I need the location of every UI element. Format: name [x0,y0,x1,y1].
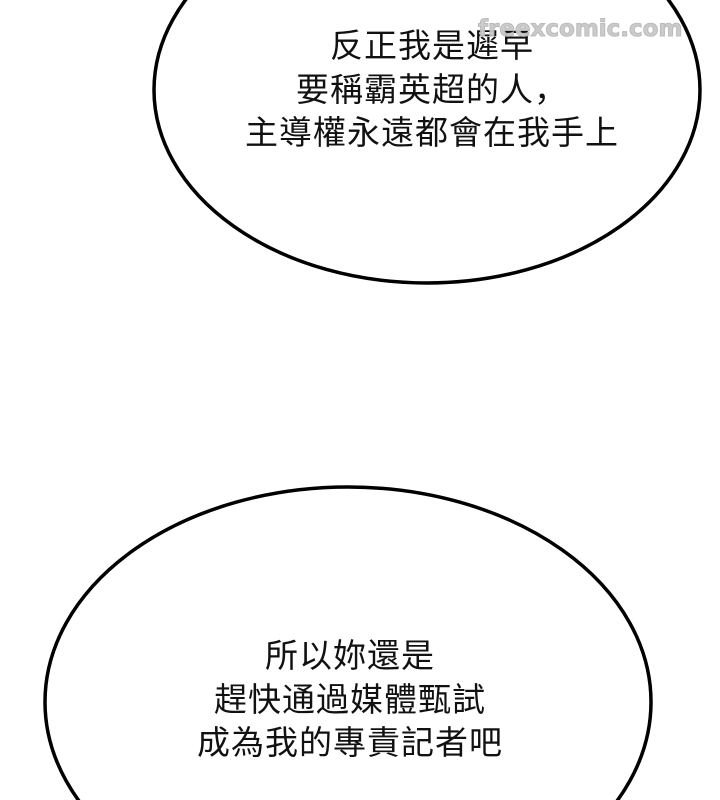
bubble-line: 成為我的專責記者吧 [197,723,503,762]
bottom-speech-bubble-outline [43,485,653,800]
top-speech-bubble-outline [152,0,702,285]
bubble-line: 主導權永遠都會在我手上 [245,113,619,152]
bubble-line: 反正我是遲早 [330,26,534,65]
site-watermark: freexcomic.com [477,16,683,43]
top-speech-bubble-text: 反正我是遲早 要稱霸英超的人， 主導權永遠都會在我手上 [227,24,637,155]
bubble-line: 趕快通過媒體甄試 [214,679,486,719]
bubble-line: 所以妳還是 [265,636,435,675]
bubble-line: 要稱霸英超的人， [296,69,568,109]
bottom-speech-bubble-text: 所以妳還是 趕快通過媒體甄試 成為我的專責記者吧 [170,634,530,765]
